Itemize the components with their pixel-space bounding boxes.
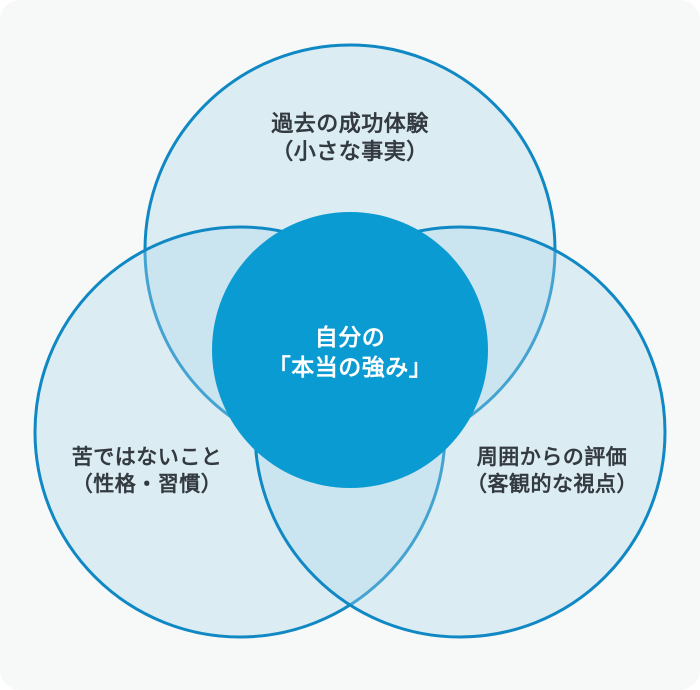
center-circle-label: 自分の 「本当の強み」 bbox=[210, 322, 490, 382]
top-circle-label-line2: （小さな事実） bbox=[271, 139, 429, 164]
center-circle bbox=[212, 212, 488, 488]
right-circle-label-line2: （客観的な視点） bbox=[466, 473, 638, 496]
right-circle-label: 周囲からの評価 （客観的な視点） bbox=[432, 444, 672, 498]
left-circle-label: 苦ではないこと （性格・習慣） bbox=[27, 444, 267, 498]
center-circle-label-line2: 「本当の強み」 bbox=[267, 354, 433, 380]
left-circle-label-line2: （性格・習慣） bbox=[71, 473, 223, 496]
left-circle-label-line1: 苦ではないこと bbox=[71, 446, 223, 469]
top-circle-label-line1: 過去の成功体験 bbox=[271, 111, 429, 136]
center-circle-label-line1: 自分の bbox=[314, 324, 386, 350]
top-circle-label: 過去の成功体験 （小さな事実） bbox=[200, 110, 500, 166]
right-circle-label-line1: 周囲からの評価 bbox=[476, 446, 628, 469]
